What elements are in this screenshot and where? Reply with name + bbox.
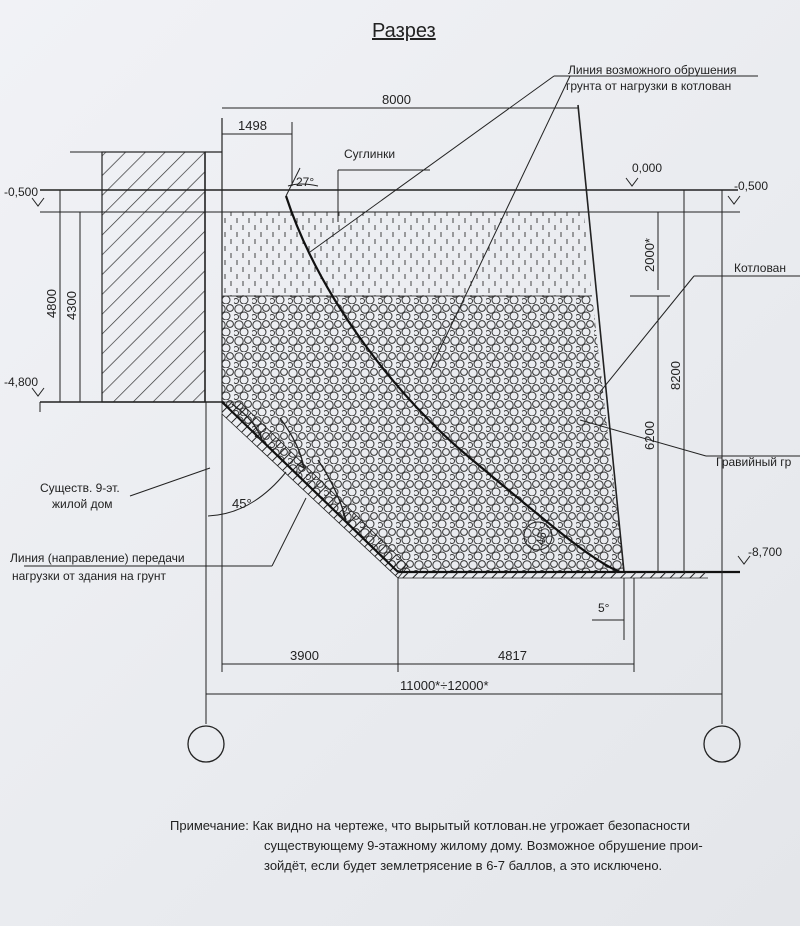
collapse-curve [284, 167, 621, 574]
elevation-left-bottom: -4,800 [4, 375, 38, 389]
load-line-label-1: Линия (направление) передачи [10, 551, 185, 565]
angle-45-left: 45° [232, 496, 252, 511]
angle-27: 27° [296, 175, 314, 189]
pit-outline [221, 104, 740, 579]
surface-lines [40, 189, 740, 403]
elevation-markers [31, 177, 751, 565]
loam-layer [222, 212, 592, 297]
note-line-1: Примечание: Как видно на чертеже, что вы… [170, 818, 691, 833]
load-line-label-2: нагрузки от здания на грунт [12, 569, 167, 583]
elevation-right-bottom: -8,700 [748, 545, 782, 559]
load-arrows [231, 403, 347, 521]
angle-circle [523, 521, 553, 551]
collapse-line-label-1: Линия возможного обрушения [568, 63, 736, 77]
elevation-left-top: -0,500 [4, 185, 38, 199]
elevation-right-top: -0,500 [734, 179, 768, 193]
loam-label: Суглинки [344, 147, 395, 161]
axis-bubble-left [187, 725, 225, 763]
note-line-2: существующему 9-этажному жилому дому. Во… [264, 838, 703, 853]
dim-top-width: 8000 [382, 92, 411, 107]
dim-total-width: 11000*÷12000* [400, 678, 489, 693]
drawing-note: Примечание: Как видно на чертеже, что вы… [170, 816, 730, 876]
dim-width-4817: 4817 [498, 648, 527, 663]
dim-height-2000: 2000* [642, 238, 657, 272]
collapse-line-label-2: грунта от нагрузки в котлован [566, 79, 731, 93]
dim-height-4300: 4300 [64, 291, 79, 320]
dim-offset: 1498 [238, 118, 267, 133]
pit-label: Котлован [734, 261, 786, 275]
leader-lines [24, 75, 800, 567]
dim-height-8200: 8200 [668, 361, 683, 390]
axis-bubble-right [703, 725, 741, 763]
dimension-lines [39, 107, 723, 724]
angle-5: 5° [598, 601, 610, 615]
building-label-1: Существ. 9-эт. [40, 481, 120, 495]
gravel-label: Гравийный гр [716, 455, 792, 469]
angle-45-right: 45° [533, 526, 550, 547]
dim-height-6200: 6200 [642, 421, 657, 450]
elevation-zero: 0,000 [632, 161, 662, 175]
building-label-2: жилой дом [52, 497, 113, 511]
dim-width-3900: 3900 [290, 648, 319, 663]
note-line-3: зойдёт, если будет землетрясение в 6-7 б… [264, 858, 663, 873]
dim-height-4800: 4800 [44, 289, 59, 318]
existing-building [70, 118, 223, 403]
drawing-title: Разрез [372, 20, 436, 42]
gravel-layer [222, 296, 624, 572]
